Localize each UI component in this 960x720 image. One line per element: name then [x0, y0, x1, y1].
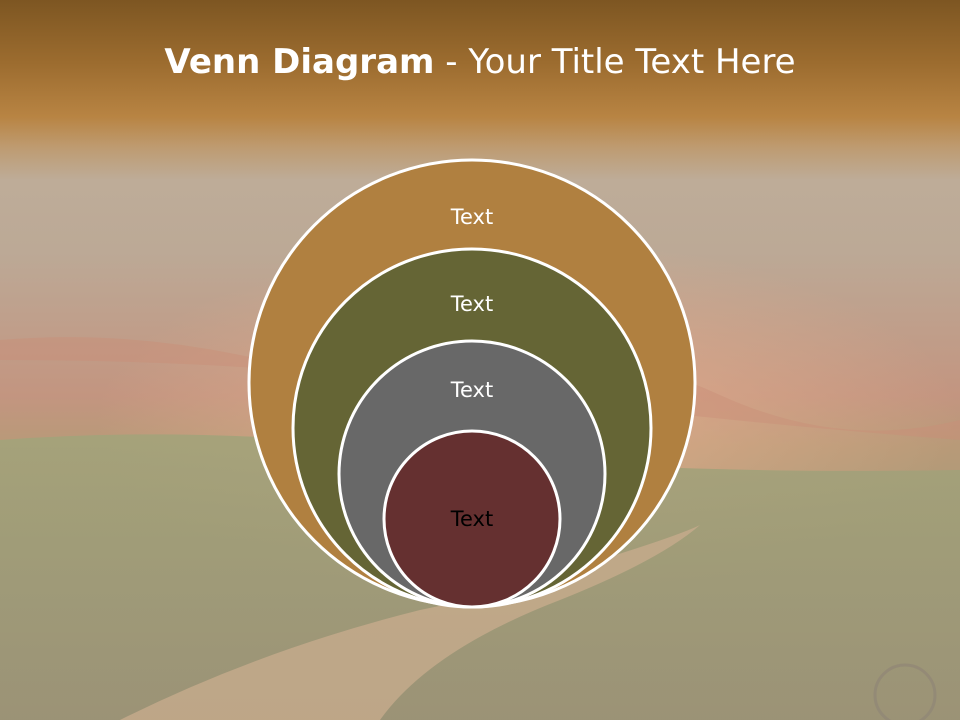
venn-circle-2-label: Text	[450, 292, 493, 316]
title-bar	[0, 0, 960, 180]
slide-title: Venn Diagram - Your Title Text Here	[0, 40, 960, 84]
venn-circle-4[interactable]: Text	[382, 429, 562, 609]
title-rest: - Your Title Text Here	[434, 42, 796, 82]
venn-circle-4-label: Text	[450, 507, 493, 531]
venn-circle-3-label: Text	[450, 378, 493, 402]
venn-circle-1-label: Text	[450, 205, 493, 229]
title-bold: Venn Diagram	[164, 42, 435, 82]
